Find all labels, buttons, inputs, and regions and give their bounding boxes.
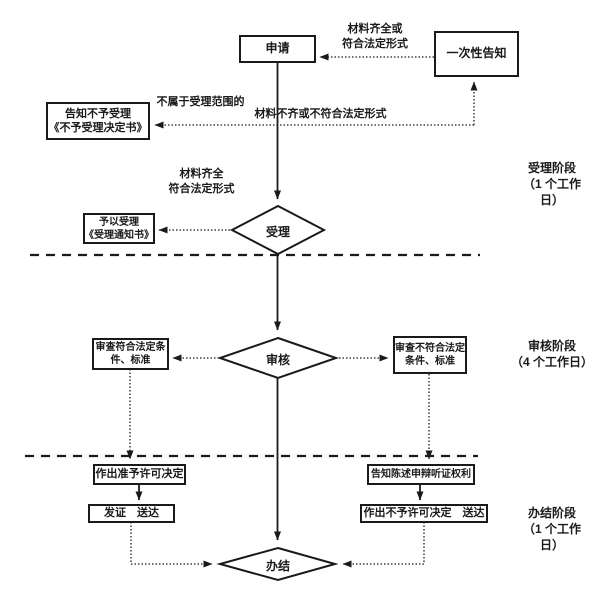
node-review-fail: 审查不符合法定 条件、标准 bbox=[393, 336, 467, 374]
node-review-pass-line2: 件、标准 bbox=[110, 355, 151, 366]
diamond-banjie-label: 办结 bbox=[265, 559, 290, 573]
node-review-fail-line2: 条件、标准 bbox=[405, 356, 455, 367]
node-one-time-notice-label: 一次性告知 bbox=[446, 46, 507, 61]
diamond-shouli bbox=[229, 204, 327, 256]
node-inform-rights: 告知陈述申辩听证权利 bbox=[367, 464, 475, 485]
node-apply-label: 申请 bbox=[265, 41, 290, 56]
edge-label-not-in-scope: 不属于受理范围的 bbox=[156, 96, 245, 108]
edge-label-incomplete-or-illegal: 材料不齐或不符合法定形式 bbox=[254, 108, 387, 120]
node-review-pass: 审查符合法定条 件、标准 bbox=[92, 338, 169, 370]
edge-deny-to-banjie bbox=[342, 522, 425, 568]
stage-label-complete: 办结阶段 （1 个工作 日） bbox=[522, 506, 581, 552]
node-apply: 申请 bbox=[239, 35, 316, 63]
diamond-banjie bbox=[216, 546, 339, 582]
node-review-fail-line1: 审查不符合法定 bbox=[395, 343, 465, 354]
node-one-time-notice: 一次性告知 bbox=[434, 31, 519, 77]
node-review-pass-line1: 审查符合法定条 bbox=[95, 342, 166, 353]
node-reject-notice-line1: 告知不予受理 bbox=[65, 107, 131, 120]
stage-label-review: 审核阶段 （4 个工作日） bbox=[510, 339, 593, 369]
node-reject-notice: 告知不予受理 《不予受理决定书》 bbox=[46, 102, 150, 140]
node-grant-decision-label: 作出准予许可决定 bbox=[95, 468, 184, 481]
node-accept-notice-line1: 予以受理 bbox=[99, 216, 139, 228]
stage-label-accept: 受理阶段 （1 个工作 日） bbox=[522, 161, 581, 207]
node-accept-notice-line2: 《受理通知书》 bbox=[84, 229, 154, 241]
node-inform-rights-label: 告知陈述申辩听证权利 bbox=[371, 469, 471, 480]
node-deny-decision-label: 作出不予许可决定 送达 bbox=[363, 507, 485, 520]
diamond-shenhe bbox=[216, 336, 340, 380]
node-issue-deliver-label: 发证 送达 bbox=[104, 507, 159, 520]
edge-label-complete-legal: 材料齐全 符合法定形式 bbox=[168, 168, 235, 195]
node-reject-notice-line2: 《不予受理决定书》 bbox=[48, 122, 148, 134]
edge-issue-to-banjie bbox=[130, 522, 213, 568]
node-accept-notice: 予以受理 《受理通知书》 bbox=[83, 213, 155, 244]
diamond-shenhe-label: 审核 bbox=[265, 353, 290, 367]
edge-label-complete-or-legal: 材料齐全或 符合法定形式 bbox=[342, 23, 408, 50]
diamond-shouli-label: 受理 bbox=[265, 225, 290, 239]
node-issue-deliver: 发证 送达 bbox=[88, 504, 175, 523]
node-grant-decision: 作出准予许可决定 bbox=[93, 464, 186, 485]
node-deny-decision: 作出不予许可决定 送达 bbox=[360, 504, 488, 523]
